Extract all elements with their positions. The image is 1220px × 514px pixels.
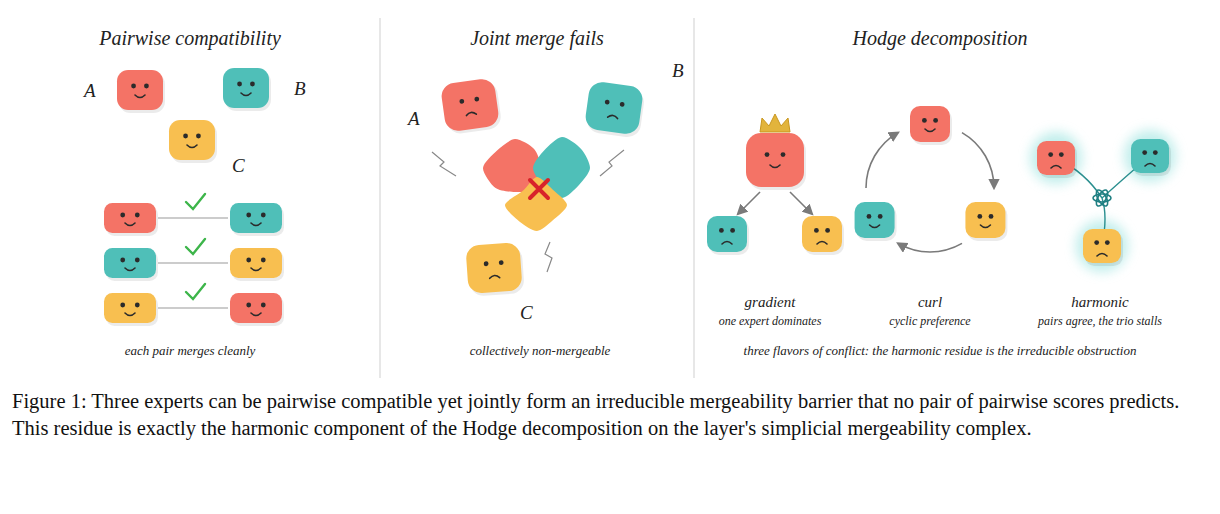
- pair-link: [158, 307, 228, 308]
- component-note: one expert dominates: [719, 314, 822, 328]
- expert-letter: C: [520, 302, 533, 323]
- glow: [1076, 220, 1128, 272]
- expert-face: [465, 242, 524, 297]
- expert-letter: B: [672, 60, 684, 81]
- expert-node: C: [520, 302, 533, 325]
- glow: [1030, 132, 1082, 184]
- expert-letter: A: [84, 80, 96, 101]
- cycle-arrow: [962, 133, 994, 188]
- component-name: gradient: [745, 293, 796, 311]
- expert-face: [104, 293, 158, 326]
- expert-face: [855, 202, 897, 241]
- panel-title: Joint merge fails: [470, 26, 604, 50]
- component-name: curl: [918, 293, 942, 311]
- component-note: cyclic preference: [889, 314, 970, 328]
- pair-link: [158, 217, 228, 218]
- expert-face: [1037, 141, 1077, 178]
- expert-face: [1131, 139, 1171, 176]
- panel-caption: collectively non-mergeable: [470, 343, 611, 359]
- expert-node: A: [408, 108, 420, 131]
- expert-face: [223, 68, 271, 111]
- panel-caption: three flavors of conflict: the harmonic …: [744, 343, 1137, 359]
- panel-title: Hodge decomposition: [853, 26, 1028, 50]
- cycle-arrow: [898, 243, 962, 252]
- spark-line: [545, 242, 552, 272]
- spark-line: [600, 150, 624, 176]
- expert-face: [802, 216, 844, 255]
- expert-face: [440, 77, 503, 135]
- panel-divider: [694, 18, 695, 378]
- knot: [1094, 188, 1110, 208]
- expert-node: C: [232, 155, 245, 178]
- glow: [1124, 130, 1176, 182]
- crown: [760, 114, 790, 132]
- cycle-arrow: [866, 133, 898, 188]
- expert-face: [910, 106, 952, 145]
- expert-face: [746, 133, 806, 190]
- expert-face: [965, 202, 1007, 241]
- expert-letter: A: [408, 108, 420, 129]
- pair-link: [158, 262, 228, 263]
- expert-face: [1083, 229, 1123, 266]
- flow-arrow: [738, 192, 760, 214]
- expert-face: [230, 293, 284, 326]
- expert-face: [169, 120, 217, 163]
- expert-node: B: [294, 78, 306, 101]
- expert-face: [104, 248, 158, 281]
- figure-caption: Figure 1: Three experts can be pairwise …: [12, 388, 1208, 441]
- expert-face: [117, 70, 165, 113]
- spark-line: [432, 152, 456, 176]
- fail-cross: [530, 180, 548, 198]
- expert-face: [584, 80, 647, 138]
- expert-face: [707, 216, 749, 255]
- check-mark: [186, 239, 205, 254]
- knot: [1093, 194, 1111, 202]
- expert-face: [230, 203, 284, 236]
- panel-divider: [380, 18, 381, 378]
- panel-title: Pairwise compatibility: [99, 26, 281, 50]
- expert-letter: C: [232, 155, 245, 176]
- flow-arrow: [790, 192, 812, 214]
- merge-blob: [505, 177, 567, 231]
- check-mark: [186, 284, 205, 299]
- panel-caption: each pair merges cleanly: [125, 343, 256, 359]
- expert-face: [230, 248, 284, 281]
- check-mark: [186, 194, 205, 209]
- expert-face: [104, 203, 158, 236]
- component-note: pairs agree, the trio stalls: [1038, 314, 1162, 328]
- expert-node: A: [84, 80, 96, 103]
- knot: [1094, 188, 1110, 208]
- expert-letter: B: [294, 78, 306, 99]
- expert-node: B: [672, 60, 684, 83]
- component-name: harmonic: [1071, 293, 1129, 311]
